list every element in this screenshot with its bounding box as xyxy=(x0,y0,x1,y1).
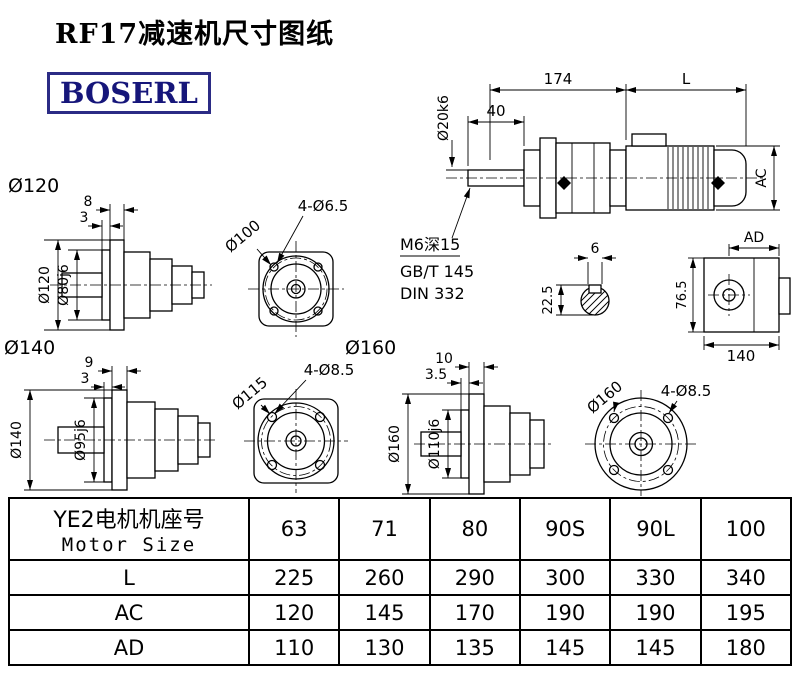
bolt-hole xyxy=(266,411,278,423)
table-cell: 290 xyxy=(428,559,521,596)
oil-plug-motor xyxy=(711,176,725,190)
header-en: Motor Size xyxy=(61,534,197,556)
terminal-box xyxy=(631,133,667,147)
flange-front-view-120: 4-Ø6.5 Ø100 xyxy=(222,197,349,337)
shaft-key-section: 6 22.5 xyxy=(541,241,616,316)
row-label: L xyxy=(8,559,250,596)
boserl-logo: BOSERL xyxy=(47,72,211,114)
table-cell: 190 xyxy=(518,594,612,631)
size-column-90s: 90S xyxy=(518,497,612,561)
dim-40-label: 40 xyxy=(486,102,505,120)
flange-thickness-120: 8 xyxy=(84,194,93,210)
section-label-120: Ø120 xyxy=(8,175,59,197)
table-cell: 145 xyxy=(518,629,612,666)
table-cell: 190 xyxy=(609,594,702,631)
bolt-hole xyxy=(608,412,620,424)
gearhead-side-view-120: Ø120 8 3 Ø120 Ø80j6 xyxy=(8,175,212,331)
table-cell: 145 xyxy=(609,629,702,666)
bolt-hole xyxy=(314,411,326,423)
table-row-ac: AC 120 145 170 190 190 195 xyxy=(8,594,793,631)
bolt-hole xyxy=(314,459,326,471)
bolt-hole xyxy=(269,262,279,272)
section-label-140: Ø140 xyxy=(4,337,55,359)
table-row-ad: AD 110 130 135 145 145 180 xyxy=(8,629,793,666)
flange-dia-160: Ø160 xyxy=(387,425,403,463)
table-cell: 225 xyxy=(247,559,341,596)
table-cell: 135 xyxy=(428,629,521,666)
header-cn: YE2电机机座号 xyxy=(53,508,205,533)
table-cell: 170 xyxy=(428,594,521,631)
technical-drawing: 174 L 40 Ø20k6 AC M6深15 GB/T 145 DIN 332… xyxy=(4,70,791,496)
assembly-side-view xyxy=(446,133,766,219)
table-cell: 110 xyxy=(247,629,341,666)
dim-765-label: 76.5 xyxy=(675,281,690,310)
size-column-90l: 90L xyxy=(609,497,702,561)
bolt-hole xyxy=(266,459,278,471)
gearhead-side-view-160: Ø160 10 3.5 Ø160 Ø110j6 xyxy=(345,337,552,495)
table-cell: 260 xyxy=(338,559,431,596)
spigot-dia-120: Ø80j6 xyxy=(56,264,72,306)
spigot-depth-120: 3 xyxy=(80,210,89,226)
section-label-160: Ø160 xyxy=(345,337,396,359)
dim-ac-label: AC xyxy=(754,168,770,187)
tapped-hole-note: M6深15 GB/T 145 DIN 332 xyxy=(400,187,474,303)
bolt-circle-label-160: Ø160 xyxy=(584,377,627,417)
motor-size-header: YE2电机机座号 Motor Size xyxy=(8,497,250,561)
bolt-hole xyxy=(662,464,674,476)
side-boss xyxy=(778,277,791,315)
keyway xyxy=(588,284,602,294)
table-cell: 120 xyxy=(247,594,341,631)
spigot-depth-160: 3.5 xyxy=(425,367,447,383)
dim-174-label: 174 xyxy=(544,70,573,88)
bolt-hole xyxy=(313,306,323,316)
size-column-80: 80 xyxy=(428,497,521,561)
size-column-63: 63 xyxy=(247,497,341,561)
size-column-71: 71 xyxy=(338,497,431,561)
table-row-l: L 225 260 290 300 330 340 xyxy=(8,559,793,596)
ad-label: AD xyxy=(744,230,764,246)
shaft-dia-label: Ø20k6 xyxy=(436,95,452,141)
bolt-hole xyxy=(662,412,674,424)
tap-note-line1: M6深15 xyxy=(400,235,460,254)
dimension-table: YE2电机机座号 Motor Size 63 71 80 90S 90L 100… xyxy=(8,497,793,666)
table-cell: 145 xyxy=(338,594,431,631)
bolt-hole xyxy=(269,306,279,316)
bolt-hole xyxy=(313,262,323,272)
motor-end-view: AD 76.5 140 xyxy=(675,230,791,365)
flange-dia-140: Ø140 xyxy=(9,421,25,459)
holes-label-140: 4-Ø8.5 xyxy=(304,361,355,379)
tap-note-line3: DIN 332 xyxy=(400,284,465,303)
key-width-label: 6 xyxy=(591,241,600,257)
page-title: RF17减速机尺寸图纸 xyxy=(55,19,335,50)
oil-plug-gearbox xyxy=(557,176,571,190)
gearhead-side-view-140: Ø140 9 3 Ø140 Ø95j6 xyxy=(4,337,218,491)
flange-thickness-160: 10 xyxy=(435,351,453,367)
tap-note-line2: GB/T 145 xyxy=(400,262,474,281)
flange-front-view-140: 4-Ø8.5 Ø115 xyxy=(229,361,355,493)
bolt-circle-label-140: Ø115 xyxy=(229,373,272,413)
holes-label-120: 4-Ø6.5 xyxy=(298,197,349,215)
section-hatching xyxy=(580,286,610,316)
table-cell: 300 xyxy=(518,559,612,596)
table-cell: 180 xyxy=(699,629,793,666)
key-depth-label: 22.5 xyxy=(541,286,556,315)
spigot-dia-160: Ø110j6 xyxy=(427,419,443,470)
holes-label-160: 4-Ø8.5 xyxy=(661,382,712,400)
spigot-dia-140: Ø95j6 xyxy=(73,419,89,461)
dim-l-label: L xyxy=(682,70,691,88)
row-label: AD xyxy=(8,629,250,666)
flange-thickness-140: 9 xyxy=(85,355,94,371)
table-cell: 330 xyxy=(609,559,702,596)
row-label: AC xyxy=(8,594,250,631)
bolt-hole xyxy=(608,464,620,476)
flange-front-view-160: 4-Ø8.5 Ø160 xyxy=(584,377,712,496)
flange-dia-120: Ø120 xyxy=(37,266,53,304)
size-column-100: 100 xyxy=(699,497,793,561)
table-cell: 195 xyxy=(699,594,793,631)
table-cell: 340 xyxy=(699,559,793,596)
dim-140-label: 140 xyxy=(727,347,756,365)
table-cell: 130 xyxy=(338,629,431,666)
spigot-depth-140: 3 xyxy=(81,371,90,387)
assembly-dimensions: 174 L 40 Ø20k6 AC xyxy=(436,70,780,211)
